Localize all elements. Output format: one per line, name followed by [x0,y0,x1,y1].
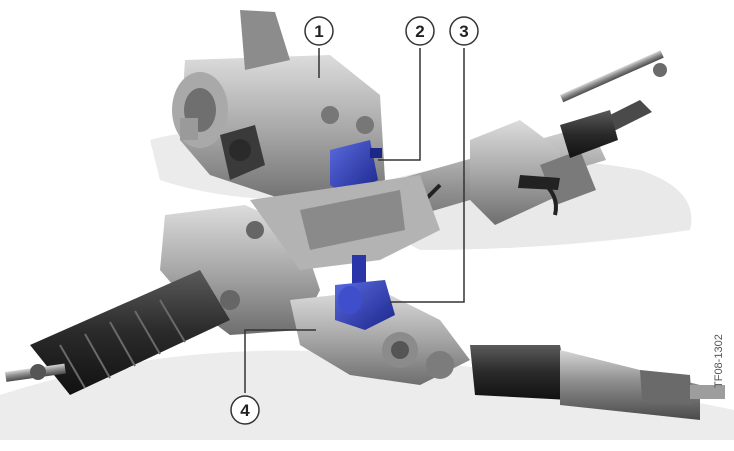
upper-boot [560,110,618,158]
callout-leaders [244,48,465,393]
callout-2-number: 2 [415,22,424,41]
valve-blue-sensor [335,255,395,330]
callout-3-number: 3 [459,22,468,41]
gear-housing [160,175,440,335]
callout-4: 4 [230,395,260,425]
right-lower-boot [470,345,725,420]
callout-1-number: 1 [314,22,323,41]
callout-2: 2 [405,16,435,46]
callout-3: 3 [449,16,479,46]
figure-code: TF08-1302 [713,334,725,388]
pump-blue-sensor [330,140,382,195]
left-tie-rod [5,363,66,382]
upper-tie-rod [560,50,667,132]
left-bellows-boot [30,270,230,395]
callout-1: 1 [304,16,334,46]
callout-4-number: 4 [240,401,250,420]
